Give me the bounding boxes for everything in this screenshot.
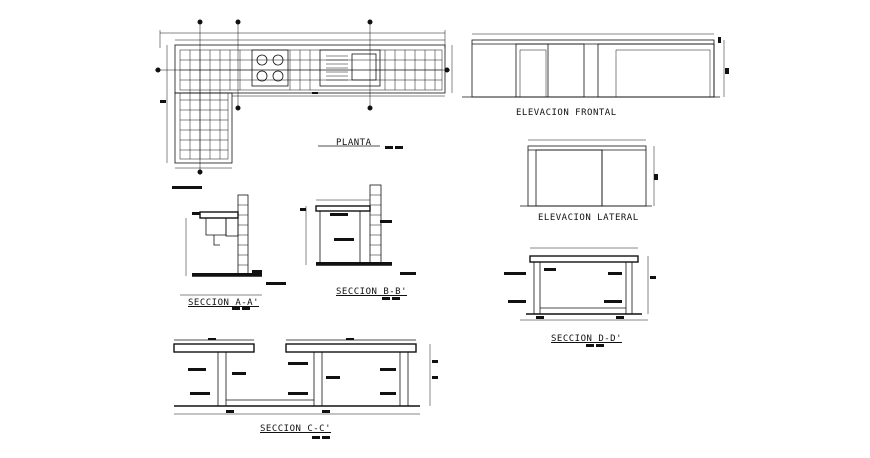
plan-view: [155, 19, 453, 175]
label-seccion-cc: SECCION C-C': [260, 424, 332, 434]
label-seccion-aa: SECCION A-A': [188, 298, 260, 308]
label-seccion-bb: SECCION B-B': [336, 287, 408, 297]
label-planta: PLANTA: [336, 138, 372, 148]
side-elevation: [520, 139, 658, 207]
section-cc: [173, 338, 438, 439]
label-seccion-dd: SECCION D-D': [551, 334, 623, 344]
section-dd: [504, 247, 656, 347]
section-bb: [300, 184, 416, 300]
label-elevacion-frontal: ELEVACION FRONTAL: [516, 108, 617, 118]
section-aa: [172, 186, 286, 310]
front-elevation: [462, 33, 729, 98]
label-elevacion-lateral: ELEVACION LATERAL: [538, 213, 639, 223]
